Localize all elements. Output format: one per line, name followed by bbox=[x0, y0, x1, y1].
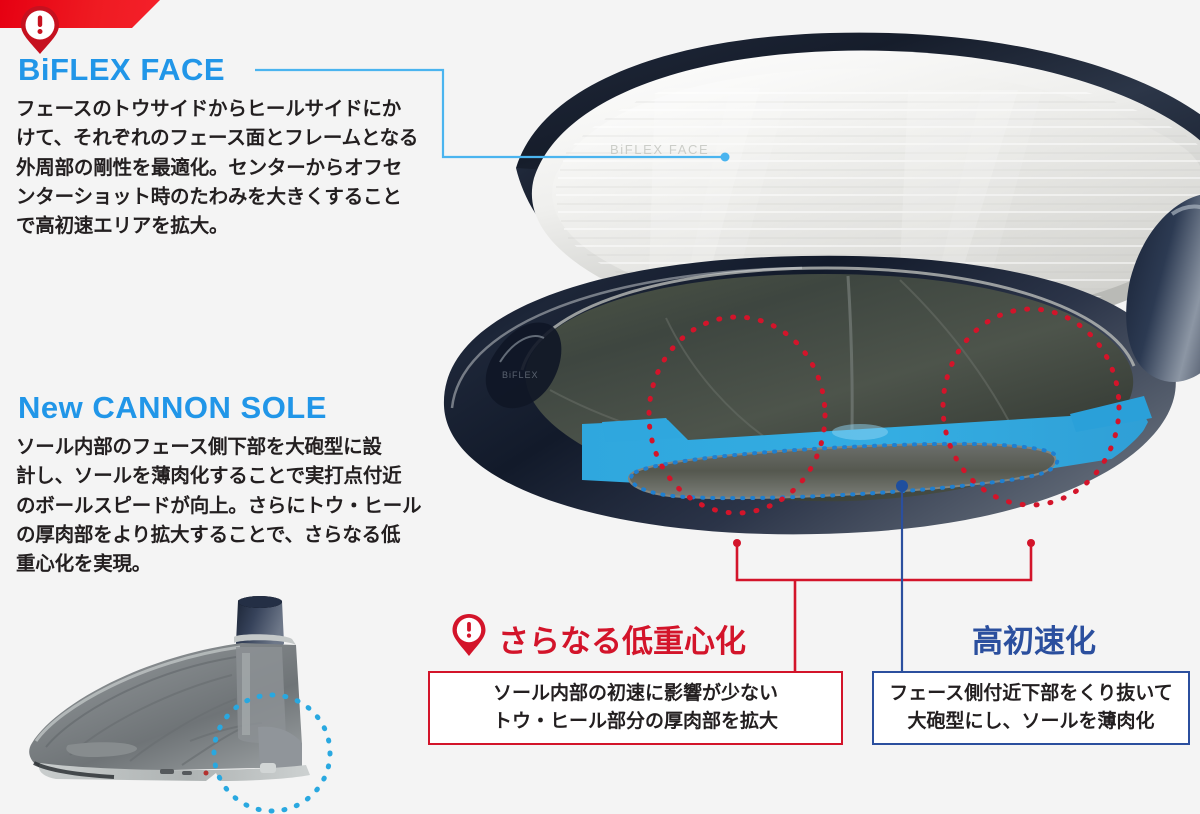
body-line: 外周部の剛性を最適化。センターからオフセ bbox=[16, 156, 403, 179]
golf-club-head-illustration: BiFLEX FACE BiFLEX bbox=[443, 32, 1200, 535]
body-line: のボールスピードが向上。さらにトウ・ヒール bbox=[16, 494, 422, 517]
body-line: 計し、ソールを薄肉化することで実打点付近 bbox=[16, 465, 402, 488]
section-title-new-cannon-sole: New CANNON SOLE bbox=[18, 390, 327, 425]
slot-dotted-outline bbox=[629, 441, 1060, 501]
club-sole-group: BiFLEX bbox=[443, 194, 1200, 535]
callout-title-low-cg: さらなる低重心化 bbox=[498, 624, 746, 659]
callout-title-high-speed: 高初速化 bbox=[972, 624, 1096, 659]
callout-line: トウ・ヒール部分の厚肉部を拡大 bbox=[492, 711, 778, 732]
body-line: で高初速エリアを拡大。 bbox=[16, 215, 229, 237]
callout-line: 大砲型にし、ソールを薄肉化 bbox=[907, 711, 1155, 732]
callout-box-high-speed: フェース側付近下部をくり抜いて 大砲型にし、ソールを薄肉化 bbox=[872, 671, 1190, 745]
sole-cross-section-illustration bbox=[29, 596, 333, 814]
callout-line: フェース側付近下部をくり抜いて bbox=[889, 683, 1173, 705]
highlight-circle-heel bbox=[940, 306, 1122, 508]
body-line: ソール内部のフェース側下部を大砲型に設 bbox=[16, 436, 382, 458]
callout-box-low-cg: ソール内部の初速に影響が少ない トウ・ヒール部分の厚肉部を拡大 bbox=[428, 671, 843, 745]
svg-text:BiFLEX: BiFLEX bbox=[502, 370, 539, 380]
exclamation-pin-icon-callout bbox=[450, 612, 488, 658]
body-line: けて、それぞれのフェース面とフレームとなる bbox=[16, 127, 419, 150]
callout-line: ソール内部の初速に影響が少ない bbox=[492, 683, 778, 705]
highlight-circle-toe bbox=[646, 314, 828, 516]
section-body-biflex-face: フェースのトウサイドからヒールサイドにか けて、それぞれのフェース面とフレームと… bbox=[16, 95, 436, 241]
body-line: 重心化を実現。 bbox=[16, 553, 152, 575]
body-line: フェースのトウサイドからヒールサイドにか bbox=[16, 98, 402, 120]
face-etched-wordmark: BiFLEX FACE bbox=[610, 142, 709, 157]
body-line: の厚肉部をより拡大することで、さらなる低 bbox=[16, 523, 401, 546]
section-title-biflex-face: BiFLEX FACE bbox=[18, 52, 226, 87]
body-line: ンターショット時のたわみを大きくすること bbox=[16, 185, 402, 208]
section-body-new-cannon-sole: ソール内部のフェース側下部を大砲型に設 計し、ソールを薄肉化することで実打点付近… bbox=[16, 433, 436, 579]
highlight-circle-low-cg bbox=[211, 692, 333, 814]
exclamation-pin-icon bbox=[18, 4, 62, 56]
